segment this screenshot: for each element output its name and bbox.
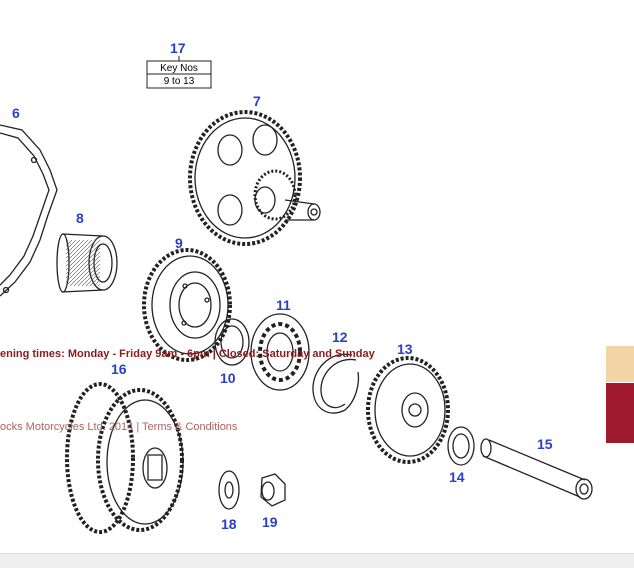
side-tab-light[interactable] [606, 346, 634, 382]
key-box-range: 9 to 13 [164, 76, 195, 87]
part-large-gear [188, 110, 321, 246]
part-circlip [312, 353, 360, 414]
part-needle-bearing [56, 233, 118, 293]
part-double-gear [65, 382, 184, 534]
part-shaft [480, 438, 593, 500]
part-roller-bearing [250, 313, 310, 391]
callout-6[interactable]: 6 [12, 105, 20, 121]
callout-7[interactable]: 7 [253, 93, 261, 109]
callout-17[interactable]: 17 [170, 40, 186, 56]
callout-12[interactable]: 12 [332, 329, 348, 345]
callout-14[interactable]: 14 [449, 469, 465, 485]
key-box: Key Nos 9 to 13 [146, 56, 212, 89]
part-layshaft-gear [366, 356, 450, 464]
callout-16[interactable]: 16 [111, 361, 127, 377]
bottom-bar [0, 553, 634, 568]
part-small-washer [447, 426, 475, 466]
side-tab-dark[interactable] [606, 383, 634, 443]
key-box-title: Key Nos [160, 63, 198, 74]
opening-hours-text: ening times: Monday - Friday 9am - 6pm |… [0, 348, 375, 360]
part-clutch-gear [142, 248, 232, 362]
callout-13[interactable]: 13 [397, 341, 413, 357]
part-nut [260, 473, 286, 507]
callout-8[interactable]: 8 [76, 210, 84, 226]
callout-18[interactable]: 18 [221, 516, 237, 532]
footer-copyright-link[interactable]: ocks Motorcycles Ltd. 2014 | Terms & Con… [0, 421, 238, 433]
callout-10[interactable]: 10 [220, 370, 236, 386]
part-washer-18 [218, 470, 240, 510]
callout-11[interactable]: 11 [276, 297, 291, 313]
part-gasket [0, 124, 58, 297]
callout-19[interactable]: 19 [262, 514, 278, 530]
part-thrust-washer [214, 318, 250, 366]
callout-9[interactable]: 9 [175, 235, 183, 251]
callout-15[interactable]: 15 [537, 436, 553, 452]
